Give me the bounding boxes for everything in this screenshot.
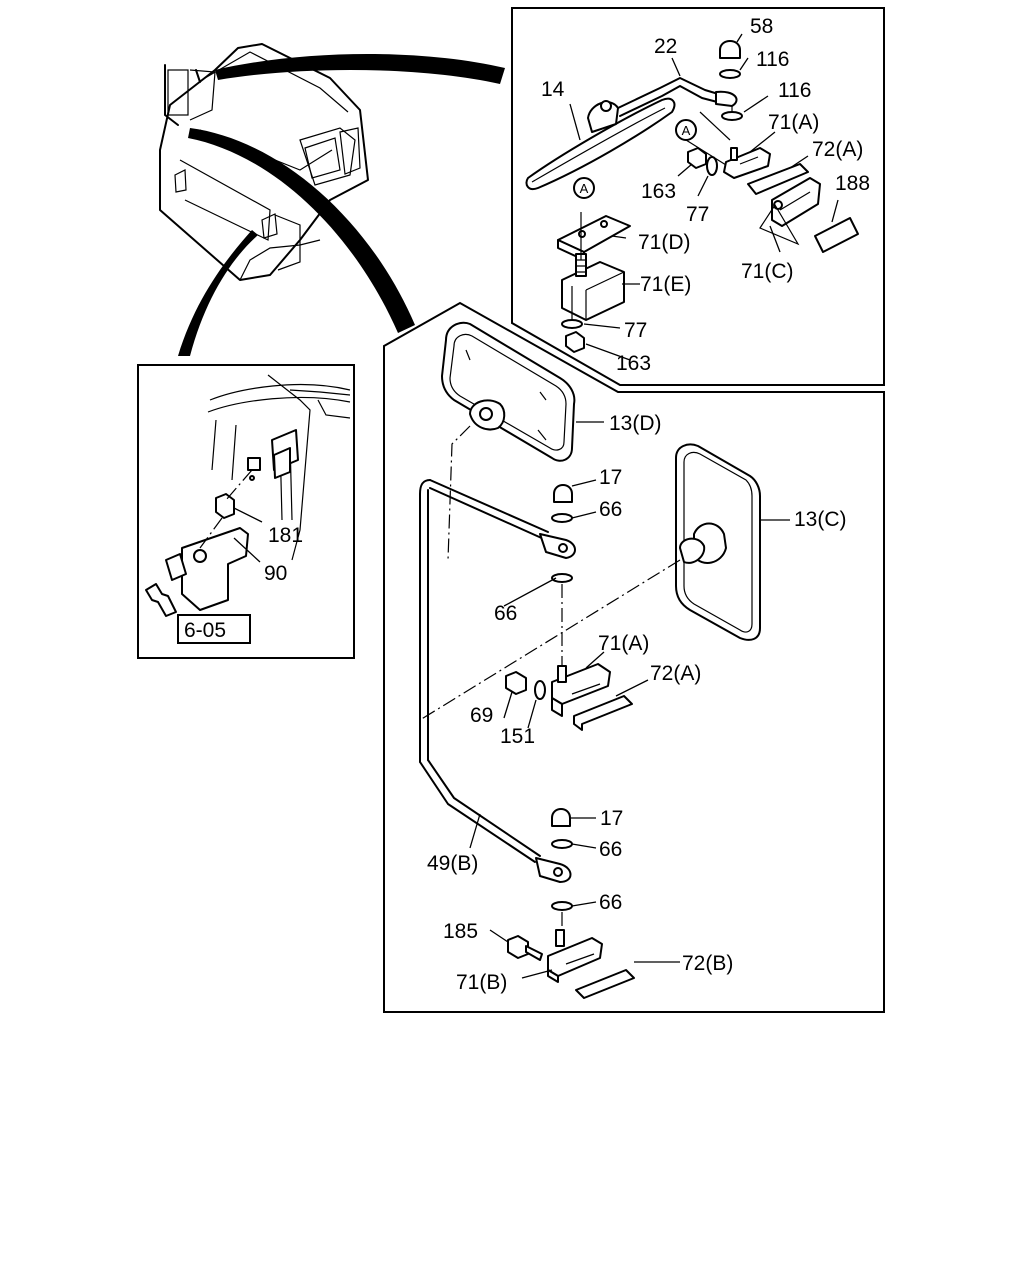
nut-163-bottom — [565, 331, 585, 353]
label-66-d: 66 — [599, 891, 622, 914]
washer-66-a — [551, 513, 573, 523]
bracket-71c — [771, 177, 821, 227]
label-72a-top: 72(A) — [812, 138, 863, 161]
label-77-top: 77 — [686, 203, 709, 226]
label-71e: 71(E) — [640, 273, 691, 296]
washer-66-b — [551, 573, 573, 583]
mirror-13d — [441, 321, 576, 462]
label-49b: 49(B) — [427, 852, 478, 875]
washer-116-lower — [721, 111, 743, 121]
bracket-71a-main — [551, 663, 611, 717]
labels-main: 13(D) 17 66 13(C) 66 71(A) 72(A) 69 151 … — [427, 412, 847, 994]
washer-77-bottom — [561, 319, 583, 329]
label-13c: 13(C) — [794, 508, 847, 531]
label-ref-6-05: 6-05 — [184, 619, 226, 642]
plate-72a-top — [747, 163, 809, 195]
label-71d: 71(D) — [638, 231, 691, 254]
label-17-lower: 17 — [600, 807, 623, 830]
label-188 — [814, 217, 859, 253]
circle-marker-a-2: A — [573, 177, 595, 199]
label-71c: 71(C) — [741, 260, 794, 283]
stay-arm-49b — [419, 479, 576, 883]
callout-swoosh-top-right — [215, 53, 505, 84]
label-66-b: 66 — [494, 602, 517, 625]
washer-66-c — [551, 839, 573, 849]
labels-top-right: 58 22 116 116 14 71(A) 72(A) 163 77 188 … — [541, 15, 870, 375]
marker-a-1-label: A — [682, 123, 691, 138]
label-71a-top: 71(A) — [768, 111, 819, 134]
mirror-13c — [675, 443, 761, 641]
bolt-185 — [507, 935, 543, 961]
callout-swoosh-left — [178, 230, 258, 356]
callout-swoosh-main — [188, 128, 415, 333]
cap-nut-58 — [719, 40, 741, 59]
bracket-71d — [557, 215, 631, 261]
label-58: 58 — [750, 15, 773, 38]
label-13d: 13(D) — [609, 412, 662, 435]
label-163-bottom: 163 — [616, 352, 651, 375]
label-69: 69 — [470, 704, 493, 727]
mirror-14 — [525, 97, 676, 190]
label-72a-main: 72(A) — [650, 662, 701, 685]
plate-72a-main — [573, 695, 633, 731]
bracket-71e — [561, 253, 625, 321]
bracket-71b — [547, 929, 603, 983]
bracket-71a-top — [723, 147, 771, 179]
label-90: 90 — [264, 562, 287, 585]
plate-72b — [575, 969, 635, 999]
labels-left: 181 90 6-05 — [184, 524, 303, 642]
label-181: 181 — [268, 524, 303, 547]
label-66-a: 66 — [599, 498, 622, 521]
washer-77-top — [706, 156, 718, 176]
label-72b: 72(B) — [682, 952, 733, 975]
clip-181 — [215, 493, 235, 519]
bolt-6-05 — [145, 583, 177, 617]
label-66-c: 66 — [599, 838, 622, 861]
hinge-bracket-cab — [247, 429, 299, 481]
label-188: 188 — [835, 172, 870, 195]
washer-116-upper — [719, 69, 741, 79]
cap-nut-17-upper — [553, 484, 573, 503]
label-163-top: 163 — [641, 180, 676, 203]
marker-a-2-label: A — [580, 181, 589, 196]
cap-nut-17-lower — [551, 808, 571, 827]
label-77-bottom: 77 — [624, 319, 647, 342]
detail-frame-left — [137, 364, 355, 659]
label-185: 185 — [443, 920, 478, 943]
label-22: 22 — [654, 35, 677, 58]
circle-marker-a-1: A — [675, 119, 697, 141]
label-71b: 71(B) — [456, 971, 507, 994]
label-71a-main: 71(A) — [598, 632, 649, 655]
label-14: 14 — [541, 78, 565, 101]
bracket-90 — [165, 527, 249, 611]
label-17-upper: 17 — [599, 466, 622, 489]
label-116-b: 116 — [778, 79, 811, 102]
label-151: 151 — [500, 725, 535, 748]
ref-box-6-05 — [177, 614, 251, 644]
label-116-a: 116 — [756, 48, 789, 71]
nut-69 — [505, 671, 527, 695]
washer-151 — [534, 680, 546, 700]
detail-frame-main — [383, 301, 885, 1013]
detail-frame-top-right — [511, 7, 885, 386]
washer-66-d — [551, 901, 573, 911]
stay-arm-22 — [617, 77, 738, 117]
